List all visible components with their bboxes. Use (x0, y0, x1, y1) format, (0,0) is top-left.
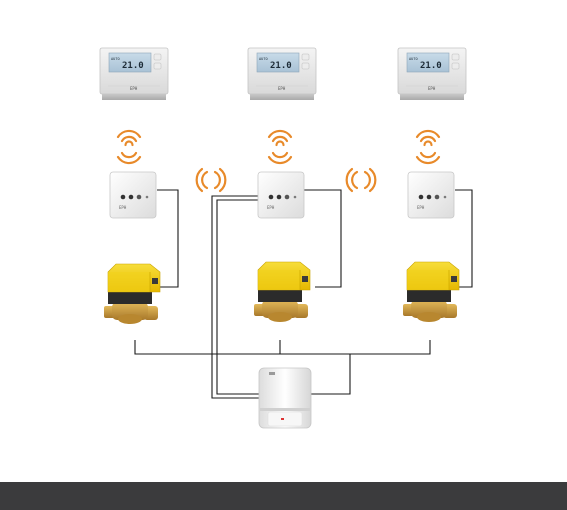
wireless-signal-icon (118, 131, 140, 163)
thermostat-1-mode: AUTO (111, 57, 120, 61)
receiver-1-brand: EPH (119, 205, 127, 210)
thermostat-3: AUTO 21.0 EPH (398, 48, 466, 100)
thermostat-1-brand: EPH (130, 86, 138, 91)
receiver-2-brand: EPH (267, 205, 275, 210)
receiver-3-brand: EPH (417, 205, 425, 210)
thermostat-3-temperature: 21.0 (420, 61, 442, 71)
zone-2: AUTO 21.0 EPH EPH (248, 48, 316, 322)
thermostat-2-mode: AUTO (259, 57, 268, 61)
receiver-2: EPH (258, 172, 304, 218)
thermostat-1-temperature: 21.0 (122, 61, 144, 71)
wire-valve-bus (135, 340, 430, 354)
wireless-signal-icon (269, 131, 291, 163)
footer-bar (0, 482, 567, 510)
wireless-signal-icon (417, 131, 439, 163)
receiver-1: EPH (110, 172, 156, 218)
thermostat-1: AUTO 21.0 EPH (100, 48, 168, 100)
thermostat-3-mode: AUTO (409, 57, 418, 61)
receiver-3: EPH (408, 172, 454, 218)
zone-valve-2 (254, 262, 310, 322)
thermostat-2-temperature: 21.0 (270, 61, 292, 71)
wire-receiver-2-to-boiler-a (212, 196, 259, 398)
thermostat-2: AUTO 21.0 EPH (248, 48, 316, 100)
zone-3: AUTO 21.0 EPH EPH (398, 48, 466, 322)
wire-receiver-2-to-boiler-b (217, 200, 259, 394)
boiler (259, 368, 311, 428)
wireless-relay-icon (197, 169, 226, 191)
zone-valve-1 (104, 264, 160, 324)
zone-1: AUTO 21.0 EPH EPH (100, 48, 168, 324)
zone-valve-3 (403, 262, 459, 322)
wireless-relay-icon (347, 169, 376, 191)
wire-bus-to-boiler (311, 354, 350, 394)
thermostat-3-brand: EPH (428, 86, 436, 91)
thermostat-2-brand: EPH (278, 86, 286, 91)
heating-zone-diagram: AUTO 21.0 EPH EPH AUTO 21.0 EPH EPH (0, 0, 567, 482)
